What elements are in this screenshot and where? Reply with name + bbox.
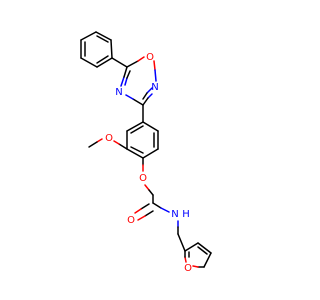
furan-ring	[184, 242, 212, 268]
central-benzene-ring	[126, 121, 159, 159]
ether-oxygen-label: O	[139, 173, 147, 184]
molecule-structure: O N N O O O N H O	[80, 31, 212, 274]
carbonyl-double-bond	[134, 203, 154, 221]
phenyl-oxadiazole-bond	[111, 57, 128, 68]
methoxy-oxygen-label: O	[105, 133, 113, 144]
aryl-ether-chain	[142, 157, 154, 204]
amide-nitrogen-label: N	[171, 209, 178, 220]
phenyl-ring	[80, 31, 113, 68]
methoxy-group	[88, 138, 128, 150]
oxadiazole-nitrogen-label: N	[115, 87, 122, 98]
furan-oxygen-label: O	[184, 263, 192, 274]
oxadiazole-oxygen-label: O	[146, 52, 154, 63]
oxadiazole-nitrogen-label: N	[151, 82, 158, 93]
amide-chain	[152, 202, 186, 252]
amide-hydrogen-label: H	[182, 209, 190, 220]
carbonyl-oxygen-label: O	[127, 215, 135, 226]
oxadiazole-ring	[120, 56, 157, 106]
